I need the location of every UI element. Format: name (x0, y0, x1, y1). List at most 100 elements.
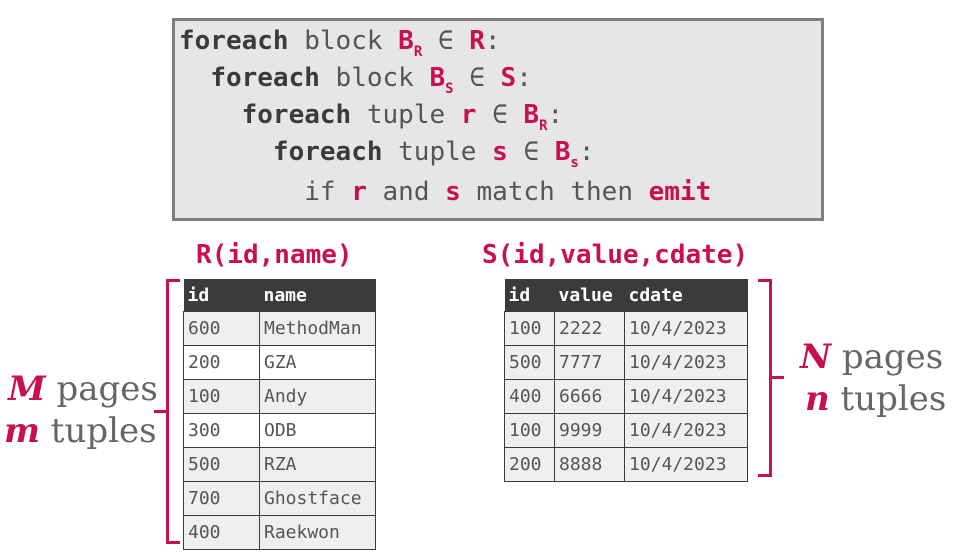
cell: 100 (504, 413, 555, 448)
variable: s (492, 137, 508, 167)
code-text: match then (460, 177, 649, 207)
code-text: tuple (351, 100, 461, 130)
variable: B (398, 26, 414, 56)
code-text: : (484, 26, 501, 56)
left-pages-label: M pages (8, 370, 158, 408)
label-text: pages (45, 369, 158, 409)
column-header: name (259, 279, 376, 312)
variable: m (4, 411, 40, 451)
variable: r (351, 177, 367, 207)
code-text: and (366, 177, 446, 207)
cell: Andy (259, 379, 376, 414)
code-line-4: foreach tuple s ∈ Bs: (179, 137, 595, 178)
column-header: value (554, 279, 625, 312)
cell: 500 (183, 447, 260, 482)
variable: B (523, 100, 540, 130)
cell: 9999 (554, 413, 625, 448)
keyword: foreach (241, 100, 352, 130)
cell: MethodMan (259, 311, 376, 346)
cell: 10/4/2023 (624, 311, 748, 346)
subscript: R (539, 118, 548, 134)
code-text: : (516, 63, 532, 93)
code-text: block (319, 63, 430, 93)
column-header: id (504, 279, 555, 312)
table-header-row: id name (183, 279, 376, 312)
cell: 8888 (554, 447, 625, 482)
cell: 7777 (554, 345, 625, 380)
cell: 300 (183, 413, 260, 448)
cell: 400 (183, 515, 260, 550)
subscript: R (413, 44, 423, 60)
code-line-5: if r and s match then emit (179, 177, 711, 207)
left-bracket-tick (154, 410, 166, 413)
table-r-title: R(id,name) (196, 240, 353, 270)
cell: RZA (259, 447, 376, 482)
variable: n (805, 379, 830, 419)
left-tuples-label: m tuples (4, 412, 157, 450)
subscript: s (570, 155, 579, 171)
variable: N (800, 337, 832, 377)
cell: ODB (259, 413, 376, 448)
variable: M (8, 369, 46, 409)
label-text: tuples (829, 379, 947, 419)
cell: Raekwon (259, 515, 376, 550)
code-text: tuple (382, 137, 493, 167)
right-bracket (758, 279, 772, 477)
left-bracket (166, 279, 180, 544)
cell: 500 (504, 345, 555, 380)
variable: B (429, 63, 446, 93)
variable: s (445, 177, 461, 207)
table-header-row: id value cdate (504, 279, 748, 312)
keyword: foreach (179, 26, 289, 56)
code-text: ∈ (507, 137, 555, 167)
code-line-1: foreach block BR ∈ R: (179, 26, 501, 67)
cell: 200 (183, 345, 260, 380)
column-header: id (183, 279, 260, 312)
cell: GZA (259, 345, 376, 380)
label-text: pages (831, 337, 944, 377)
cell: Ghostface (259, 481, 376, 516)
code-text: : (547, 100, 564, 130)
keyword: foreach (210, 63, 320, 93)
cell: 200 (504, 447, 555, 482)
variable: B (554, 137, 571, 167)
variable: S (500, 63, 517, 93)
right-bracket-tick (772, 376, 784, 379)
label-text: tuples (39, 411, 157, 451)
cell: 10/4/2023 (624, 379, 748, 414)
cell: 10/4/2023 (624, 345, 748, 380)
code-text: ∈ (422, 26, 470, 56)
subscript: S (445, 81, 454, 97)
variable: r (460, 100, 477, 130)
cell: 10/4/2023 (624, 447, 748, 482)
code-text: ∈ (476, 100, 524, 130)
code-text: : (578, 137, 595, 167)
cell: 400 (504, 379, 555, 414)
cell: 100 (504, 311, 555, 346)
code-text: block (288, 26, 399, 56)
cell: 700 (183, 481, 260, 516)
cell: 6666 (554, 379, 625, 414)
cell: 600 (183, 311, 260, 346)
keyword: foreach (272, 137, 383, 167)
table-s-title: S(id,value,cdate) (482, 240, 749, 270)
right-pages-label: N pages (800, 338, 943, 376)
code-line-2: foreach block BS ∈ S: (179, 63, 532, 104)
code-text: ∈ (453, 63, 501, 93)
cell: 10/4/2023 (624, 413, 748, 448)
right-tuples-label: n tuples (805, 380, 946, 418)
column-header: cdate (624, 279, 748, 312)
variable: R (469, 26, 485, 56)
